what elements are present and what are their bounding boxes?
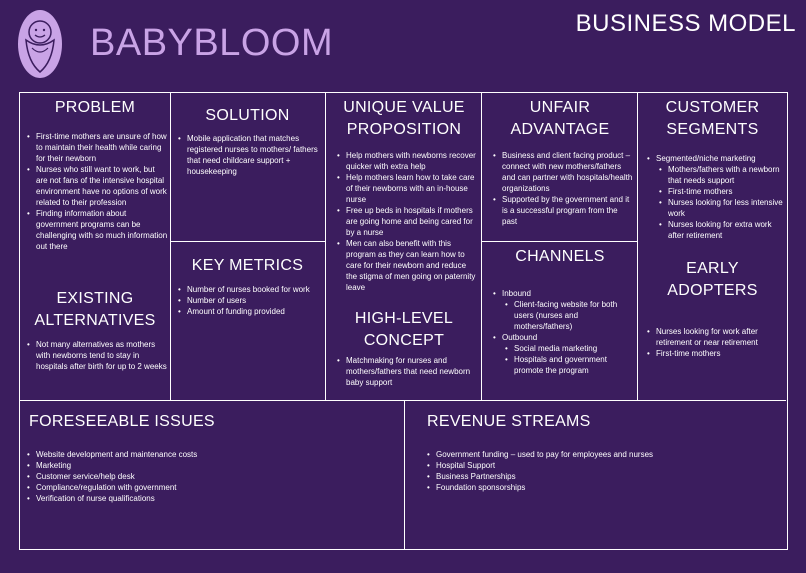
existing-alternatives-title-2: ALTERNATIVES: [34, 312, 156, 329]
channels-cell: CHANNELS Inbound Client-facing website f…: [481, 241, 637, 400]
early-adopters-title-1: EARLY: [686, 260, 739, 277]
customer-segments-lead-text: Segmented/niche marketing: [656, 154, 756, 163]
revenue-streams-item: Foundation sponsorships: [427, 482, 777, 493]
customer-segments-item: Nurses looking for less intensive work: [659, 197, 784, 219]
channels-inbound-item: Client-facing website for both users (nu…: [505, 299, 634, 332]
customer-segments-title-1: CUSTOMER: [665, 99, 760, 116]
channels-list: Inbound Client-facing website for both u…: [488, 288, 634, 376]
uvp-list: Help mothers with newborns recover quick…: [332, 150, 478, 293]
customer-segments-column: CUSTOMER SEGMENTS Segmented/niche market…: [637, 93, 786, 400]
channels-outbound-item: Social media marketing: [505, 343, 634, 354]
unfair-advantage-title-2: ADVANTAGE: [510, 121, 610, 138]
uvp-item: Help mothers with newborns recover quick…: [337, 150, 478, 172]
key-metrics-item: Number of nurses booked for work: [178, 284, 321, 295]
channels-inbound-list: Client-facing website for both users (nu…: [502, 299, 634, 332]
problem-item: Finding information about government pro…: [27, 208, 168, 252]
unfair-advantage-cell: UNFAIR ADVANTAGE Business and client fac…: [481, 93, 637, 241]
foreseeable-issues-title: FORESEEABLE ISSUES: [29, 413, 215, 430]
high-level-concept-title-2: CONCEPT: [363, 332, 445, 349]
customer-segments-list: Segmented/niche marketing Mothers/father…: [642, 153, 784, 241]
channels-title: CHANNELS: [515, 248, 605, 265]
solution-cell: SOLUTION Mobile application that matches…: [170, 93, 325, 241]
lean-canvas: PROBLEM First-time mothers are unsure of…: [19, 92, 788, 550]
channels-inbound: Inbound Client-facing website for both u…: [493, 288, 634, 332]
uvp-item: Free up beds in hospitals if mothers are…: [337, 205, 478, 238]
customer-segments-sublist: Mothers/fathers with a newborn that need…: [656, 164, 784, 241]
key-metrics-list: Number of nurses booked for work Number …: [173, 284, 321, 317]
solution-list: Mobile application that matches register…: [173, 133, 321, 177]
solution-item: Mobile application that matches register…: [178, 133, 321, 177]
high-level-concept-item: Matchmaking for nurses and mothers/fathe…: [337, 355, 478, 388]
revenue-streams-list: Government funding – used to pay for emp…: [422, 449, 777, 493]
problem-list: First-time mothers are unsure of how to …: [22, 131, 168, 252]
uvp-item: Men can also benefit with this program a…: [337, 238, 478, 293]
page-title: BUSINESS MODEL: [575, 10, 796, 37]
customer-segments-item: Mothers/fathers with a newborn that need…: [659, 164, 784, 186]
baby-logo-icon: [18, 10, 62, 78]
problem-title: PROBLEM: [54, 99, 136, 116]
key-metrics-title: KEY METRICS: [191, 257, 304, 274]
solution-title: SOLUTION: [205, 107, 290, 124]
customer-segments-lead: Segmented/niche marketing Mothers/father…: [647, 153, 784, 241]
uvp-item: Help mothers learn how to take care of t…: [337, 172, 478, 205]
key-metrics-item: Number of users: [178, 295, 321, 306]
revenue-streams-item: Government funding – used to pay for emp…: [427, 449, 777, 460]
high-level-concept-title-1: HIGH-LEVEL: [354, 310, 454, 327]
brand-name: BABYBLOOM: [90, 22, 334, 64]
foreseeable-issues-list: Website development and maintenance cost…: [22, 449, 392, 504]
customer-segments-item: First-time mothers: [659, 186, 784, 197]
channels-inbound-label: Inbound: [502, 289, 531, 298]
key-metrics-cell: KEY METRICS Number of nurses booked for …: [170, 241, 325, 400]
channels-outbound-item: Hospitals and government promote the pro…: [505, 354, 634, 376]
foreseeable-issues-item: Marketing: [27, 460, 392, 471]
existing-alternatives-title-1: EXISTING: [56, 290, 134, 307]
early-adopters-item: Nurses looking for work after retirement…: [647, 326, 784, 348]
existing-alternatives-item: Not many alternatives as mothers with ne…: [27, 339, 168, 372]
unfair-advantage-item: Supported by the government and it is a …: [493, 194, 634, 227]
high-level-concept-list: Matchmaking for nurses and mothers/fathe…: [332, 355, 478, 388]
customer-segments-item: Nurses looking for extra work after reti…: [659, 219, 784, 241]
header: BABYBLOOM BUSINESS MODEL: [0, 0, 806, 90]
customer-segments-title-2: SEGMENTS: [666, 121, 759, 138]
revenue-streams-item: Business Partnerships: [427, 471, 777, 482]
foreseeable-issues-item: Compliance/regulation with government: [27, 482, 392, 493]
early-adopters-list: Nurses looking for work after retirement…: [642, 326, 784, 359]
problem-item: First-time mothers are unsure of how to …: [27, 131, 168, 164]
channels-outbound-label: Outbound: [502, 333, 538, 342]
unfair-advantage-item: Business and client facing product – con…: [493, 150, 634, 194]
channels-outbound: Outbound Social media marketing Hospital…: [493, 332, 634, 376]
existing-alternatives-list: Not many alternatives as mothers with ne…: [22, 339, 168, 372]
unfair-advantage-list: Business and client facing product – con…: [488, 150, 634, 227]
early-adopters-title-2: ADOPTERS: [667, 282, 758, 299]
uvp-column: UNIQUE VALUE PROPOSITION Help mothers wi…: [325, 93, 481, 400]
foreseeable-issues-cell: FORESEEABLE ISSUES Website development a…: [20, 400, 404, 549]
revenue-streams-item: Hospital Support: [427, 460, 777, 471]
revenue-streams-title: REVENUE STREAMS: [427, 413, 591, 430]
foreseeable-issues-item: Customer service/help desk: [27, 471, 392, 482]
revenue-streams-cell: REVENUE STREAMS Government funding – use…: [404, 400, 786, 549]
early-adopters-item: First-time mothers: [647, 348, 784, 359]
problem-item: Nurses who still want to work, but are n…: [27, 164, 168, 208]
problem-column: PROBLEM First-time mothers are unsure of…: [20, 93, 170, 400]
foreseeable-issues-item: Website development and maintenance cost…: [27, 449, 392, 460]
foreseeable-issues-item: Verification of nurse qualifications: [27, 493, 392, 504]
key-metrics-item: Amount of funding provided: [178, 306, 321, 317]
uvp-title-2: PROPOSITION: [346, 121, 462, 138]
uvp-title-1: UNIQUE VALUE: [343, 99, 465, 116]
unfair-advantage-title-1: UNFAIR: [529, 99, 591, 116]
channels-outbound-list: Social media marketing Hospitals and gov…: [502, 343, 634, 376]
